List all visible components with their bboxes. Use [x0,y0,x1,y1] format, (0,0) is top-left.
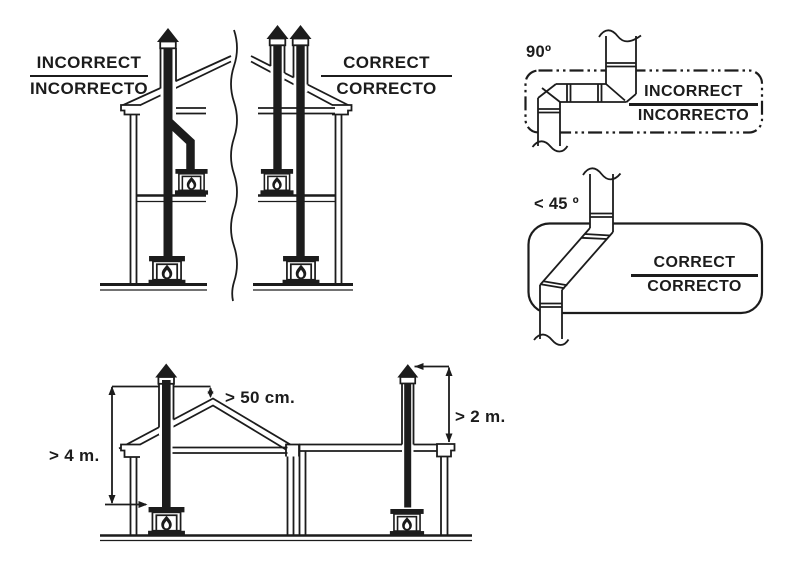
label-divider [631,274,758,277]
duct-z-bend [531,29,642,153]
label-divider [30,74,148,78]
houses-correct-label: CORRECT CORRECTO [321,53,452,98]
elbow45-line1: CORRECT [653,254,736,271]
angle-45-label: < 45 º [534,195,579,213]
elbow-90-diagram [524,29,764,153]
dashed-boundary [524,69,764,134]
flue-pipe [273,45,282,169]
houses-incorrect-line2: INCORRECTO [30,78,148,98]
houses-incorrect-line1: INCORRECT [36,53,142,72]
flue-branch-pipe [163,114,195,171]
flue-pipe [163,48,173,258]
houses-correct-line2: CORRECTO [336,78,437,98]
duct-45-bend [533,167,622,346]
stove-icon [259,168,295,196]
break-line [230,29,238,302]
flue-pipe [404,383,412,508]
stove-icon [147,506,186,537]
flue-pipe [162,380,171,510]
angle-90-label: 90º [526,43,552,61]
clearance-2m-label: > 2 m. [455,407,506,426]
elbow90-incorrect-label: INCORRECT INCORRECTO [629,83,758,125]
chimney-cap-icon [156,27,180,50]
two-story-house-correct [250,24,353,291]
stove-icon [174,168,209,196]
houses-correct-line1: CORRECT [343,53,430,72]
label-divider [629,103,758,106]
pitched-house-chimney [147,362,186,537]
clearance-50cm-label: > 50 cm. [225,388,295,407]
stove-icon [281,255,321,286]
houses-incorrect-label: INCORRECT INCORRECTO [30,53,148,98]
elbow45-line2: CORRECTO [647,278,742,296]
rounded-boundary [527,222,764,315]
stove-icon [389,508,425,537]
elbow-45-diagram [527,167,764,346]
clearance-diagram [100,362,472,542]
chimney-cap-icon [288,24,313,47]
clearance-4m-label: > 4 m. [49,446,100,465]
elbow90-line1: INCORRECT [644,83,743,100]
chimney-cap-icon [265,24,290,47]
label-divider [321,74,452,78]
dimension-lines [105,363,453,508]
elbow90-line2: INCORRECTO [637,107,750,125]
flat-roof-building [298,363,456,537]
flue-pipe [296,45,305,256]
elbow45-correct-label: CORRECT CORRECTO [631,254,758,296]
stove-icon [147,255,187,286]
two-story-house-incorrect [100,27,232,291]
